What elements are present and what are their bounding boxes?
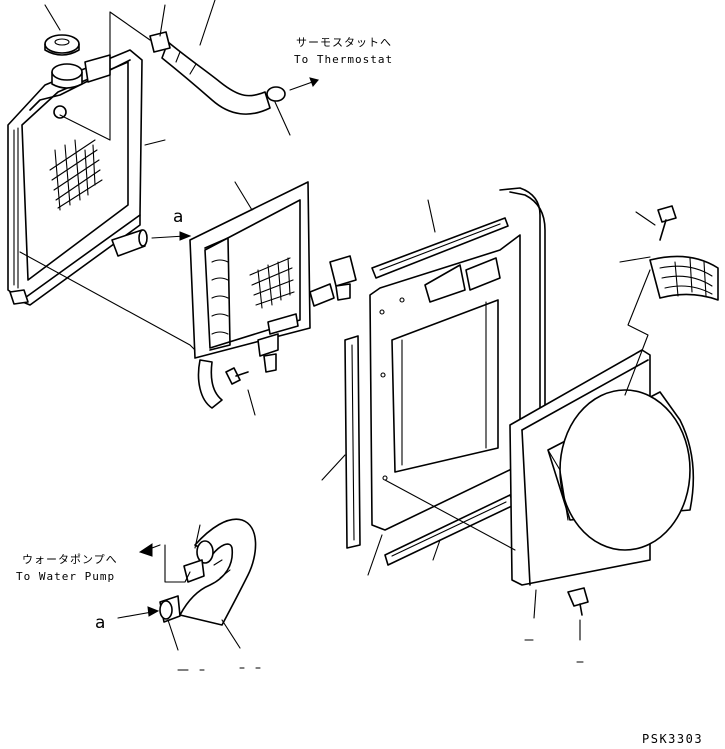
hose-clamp-lower (159, 559, 205, 623)
seal-strip-vertical (344, 335, 361, 549)
arrow-to-thermostat (289, 77, 319, 91)
drawing-code: PSK3303 (642, 732, 703, 746)
upper-hose (161, 41, 271, 115)
label-ref-a-upper: a (173, 207, 183, 227)
lower-hose (179, 518, 257, 626)
bolt-fan-shroud (567, 587, 589, 616)
label-water-pump-en: To Water Pump (16, 570, 115, 583)
radiator-core-mesh (49, 139, 103, 211)
radiator-frame (369, 187, 546, 531)
fan-guard-segment (649, 255, 719, 301)
label-thermostat-jp: サーモスタットへ (296, 36, 392, 49)
arrow-to-water-pump (138, 543, 161, 557)
arrow-ref-a-upper (151, 231, 192, 241)
radiator (7, 49, 148, 306)
seal-strip-lower (384, 494, 515, 566)
label-water-pump-jp: ウォータポンプへ (22, 553, 118, 566)
bolt-oil-cooler (225, 367, 249, 385)
fan-shroud (509, 349, 695, 586)
seal-strip-upper (371, 217, 509, 279)
label-thermostat-en: To Thermostat (294, 53, 393, 66)
arrow-ref-a-lower (117, 606, 160, 619)
oil-cooler (189, 181, 357, 373)
tick-marks (177, 639, 584, 671)
bolt-fan-guard (657, 205, 677, 241)
oil-cooler-core-mesh (249, 257, 295, 309)
leader-lines (19, 0, 656, 651)
oil-cooler-fins (211, 259, 229, 335)
radiator-cap (44, 34, 80, 56)
oil-cooler-hose (197, 359, 223, 409)
label-ref-a-lower: a (95, 613, 105, 633)
